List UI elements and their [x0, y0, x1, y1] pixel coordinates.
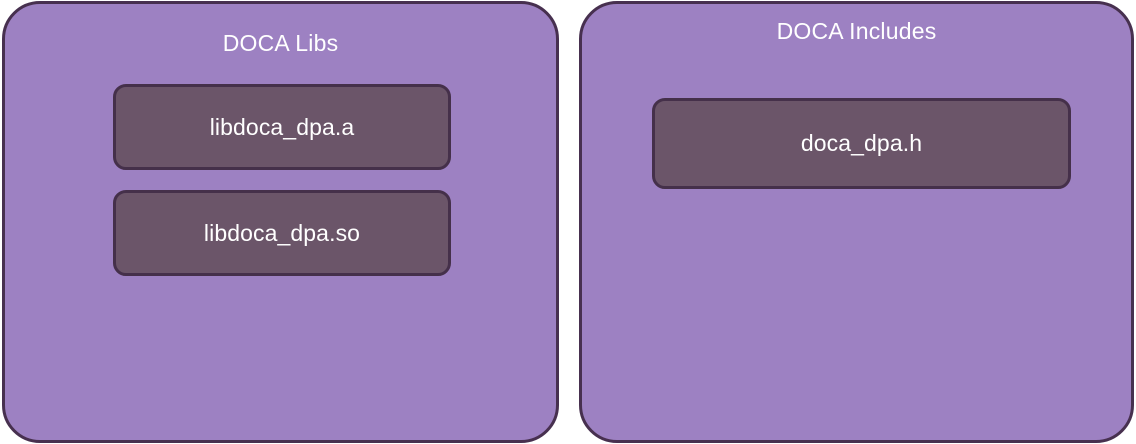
group-title-doca-libs: DOCA Libs	[222, 30, 339, 56]
item-box-libdoca-dpa-so[interactable]: libdoca_dpa.so	[113, 190, 451, 276]
group-box-doca-libs[interactable]: DOCA Libs libdoca_dpa.a libdoca_dpa.so	[2, 1, 559, 443]
group-box-doca-includes[interactable]: DOCA Includes doca_dpa.h	[579, 1, 1134, 443]
item-label-libdoca-dpa-so: libdoca_dpa.so	[203, 219, 361, 246]
item-box-libdoca-dpa-a[interactable]: libdoca_dpa.a	[113, 84, 451, 170]
group-title-doca-includes: DOCA Includes	[776, 18, 937, 44]
item-label-doca-dpa-h: doca_dpa.h	[800, 130, 923, 156]
item-box-doca-dpa-h[interactable]: doca_dpa.h	[652, 98, 1071, 189]
item-label-libdoca-dpa-a: libdoca_dpa.a	[209, 113, 355, 140]
